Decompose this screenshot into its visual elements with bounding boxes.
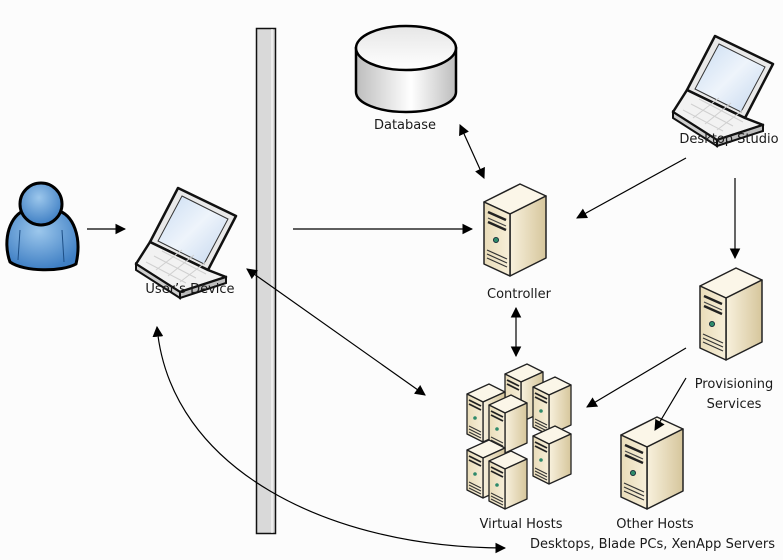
provisioning-label-line2: Services	[707, 397, 762, 412]
database-label: Database	[374, 118, 436, 133]
firewall-bar	[255, 27, 277, 535]
users-device: User’s Device	[134, 186, 238, 300]
edge-desktops-group-device	[152, 325, 507, 554]
database-icon	[354, 24, 458, 114]
users-device-label: User’s Device	[145, 282, 234, 297]
edge-studio-to-controller	[576, 157, 687, 219]
desktops-group-label: Desktops, Blade PCs, XenApp Servers	[530, 537, 775, 552]
server-icon	[482, 182, 548, 278]
user-icon	[5, 181, 80, 272]
controller-label: Controller	[487, 287, 552, 302]
other-hosts: Other Hosts	[616, 415, 694, 532]
server-icon	[619, 415, 685, 511]
other-hosts-label: Other Hosts	[616, 517, 694, 532]
database: Database	[354, 24, 458, 133]
desktop-studio: Desktop Studio	[671, 34, 779, 148]
edge-provisioning-to-virtual-hosts	[586, 347, 687, 408]
edge-database-controller	[459, 124, 485, 179]
edge-provisioning-to-other-hosts	[654, 377, 687, 431]
server-cluster-icon	[466, 363, 572, 510]
provisioning-services: Provisioning Services	[695, 266, 774, 412]
provisioning-label-line1: Provisioning	[695, 377, 774, 392]
virtual-hosts-label: Virtual Hosts	[480, 517, 563, 532]
server-icon	[698, 266, 764, 362]
virtual-hosts: Virtual Hosts	[466, 363, 572, 532]
laptop-icon	[671, 34, 775, 148]
desktop-studio-label: Desktop Studio	[679, 132, 778, 147]
controller: Controller	[482, 182, 552, 302]
